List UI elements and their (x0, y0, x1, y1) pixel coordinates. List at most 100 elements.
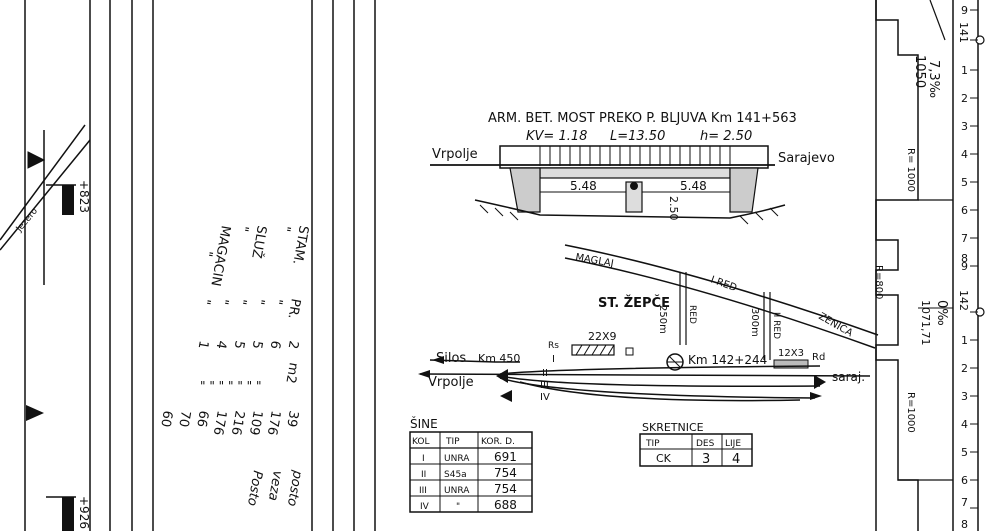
sine-r3-kor: 754 (494, 482, 517, 496)
skr-r1-tip: CK (656, 452, 672, 465)
quote-marks: " " " " " " " (200, 379, 262, 393)
track-2: II (542, 368, 548, 379)
sine-r1-tip: UNRA (444, 454, 470, 464)
bridge-left-label: Vrpolje (432, 147, 478, 162)
count-3: 5 (249, 339, 265, 350)
frame-lines (24, 0, 979, 531)
km-mark-10: 9 (961, 260, 968, 273)
km-mark-2: 1 (961, 64, 968, 77)
km-label-1: +823 (77, 180, 91, 213)
marker-block-2 (62, 497, 74, 531)
margin-label: Jezero (14, 206, 40, 235)
sine-r3-kol: III (419, 486, 427, 496)
note-3: Posto (244, 469, 265, 507)
km-141: 141 (957, 22, 970, 43)
sine-h-tip: TIP (445, 437, 460, 447)
track-1: I (552, 354, 555, 365)
sine-r2-kol: II (421, 470, 426, 480)
sine-table: ŠINE KOL TIP KOR. D. I UNRA 691 II S45a … (409, 416, 533, 513)
left-margin-track: +823 +926 Jezero (0, 124, 91, 531)
sine-r2-tip: S45a (444, 470, 467, 480)
area-8: 60 (157, 409, 175, 428)
count-6: 1 (195, 339, 211, 350)
area-3: 109 (246, 409, 265, 436)
sine-title: ŠINE (410, 416, 438, 431)
km-mark-14: 4 (961, 418, 968, 431)
sine-r2-kor: 754 (494, 466, 517, 480)
skretnice-title: SKRETNICE (642, 421, 704, 434)
skr-h-tip: TIP (645, 439, 660, 449)
signal-icon (27, 151, 46, 169)
skretnice-table: SKRETNICE TIP DES LIJE CK 3 4 (639, 421, 753, 467)
list-label-3: SLUŽ (248, 224, 270, 259)
dist-300: 300m (749, 308, 760, 337)
km-mark-11: 1 (961, 334, 968, 347)
pr-3: " (251, 297, 267, 305)
km-mark-9: 8 (961, 252, 968, 265)
radius-3: R=1000 (905, 392, 916, 433)
bridge-title: ARM. BET. MOST PREKO P. BLJUVA Km 141+56… (488, 111, 797, 126)
area-6: 66 (193, 409, 211, 428)
skr-h-des: DES (696, 439, 715, 449)
area-4: 216 (228, 409, 247, 436)
pr-5: " (215, 297, 231, 305)
pr-4: " (233, 297, 249, 305)
note-1: posto (284, 468, 305, 507)
signal-icon-2 (26, 405, 44, 421)
span-left: 5.48 (570, 179, 597, 193)
rd-label: Rd (812, 352, 825, 363)
km-mark-3: 2 (961, 92, 968, 105)
sine-r1-kol: I (422, 454, 425, 464)
km-142: 142 (957, 290, 970, 311)
area-5: 176 (210, 409, 229, 436)
list-label-6: " (199, 249, 215, 257)
station-plan: MAGLAJ I RED ZENICA 250m RED 300m II RED… (418, 244, 879, 403)
station-km: Km 142+244 (688, 353, 767, 367)
count-5: 4 (213, 339, 229, 350)
km-label-2: +926 (77, 496, 91, 529)
km-mark-6: 5 (961, 176, 968, 189)
km-mark-16: 6 (961, 474, 968, 487)
building-1: 22X9 (588, 330, 617, 343)
dist-250: 250m (657, 305, 668, 334)
pier-height: 2.50 (667, 196, 680, 221)
pr-1: PR. (284, 297, 302, 320)
count-4: 5 (231, 339, 247, 350)
span-right: 5.48 (680, 179, 707, 193)
profile-strip: 7,3‰ 1050 0‰ 1071,71 R= 1000 R=800 R=100… (873, 0, 985, 531)
grade-1-len: 1050 (912, 55, 927, 88)
radius-1: R= 1000 (905, 148, 916, 192)
area-1: 39 (283, 409, 301, 428)
m2-label: m2 (282, 361, 300, 384)
bridge-right-label: Sarajevo (778, 151, 835, 166)
km-mark-18: 8 (961, 518, 968, 531)
radius-2: R=800 (873, 265, 884, 299)
sarajevo-label: saraj. (832, 370, 865, 384)
km-mark-13: 3 (961, 390, 968, 403)
rs-label: Rs (548, 341, 559, 351)
km-mark-17: 7 (961, 496, 968, 509)
km-mark-7: 6 (961, 204, 968, 217)
list-label-2: " (277, 224, 293, 232)
sine-r4-kor: 688 (494, 498, 517, 512)
km-mark-15: 5 (961, 446, 968, 459)
red-label: RED (687, 305, 697, 324)
list-label-1: STAM. (289, 224, 311, 265)
grade-2: 0‰ (934, 300, 949, 326)
building-2: 12X3 (778, 348, 804, 359)
road-label: I RED (709, 274, 739, 294)
track-4: IV (540, 392, 550, 403)
sine-r3-tip: UNRA (444, 486, 470, 496)
bridge-drawing: ARM. BET. MOST PREKO P. BLJUVA Km 141+56… (430, 111, 835, 225)
sine-r4-kol: IV (420, 502, 430, 512)
note-2: veza (265, 469, 285, 502)
grade-1: 7,3‰ (926, 60, 941, 98)
vrpolje-label: Vrpolje (428, 375, 474, 390)
km-mark-12: 2 (961, 362, 968, 375)
svg-text:" " " " " " ": " " " " " " " (200, 379, 262, 393)
bridge-kv: KV= 1.18 (526, 129, 587, 144)
pr-6: " (197, 297, 213, 305)
pr-2: " (269, 297, 285, 305)
bridge-height: h= 2.50 (700, 129, 752, 144)
